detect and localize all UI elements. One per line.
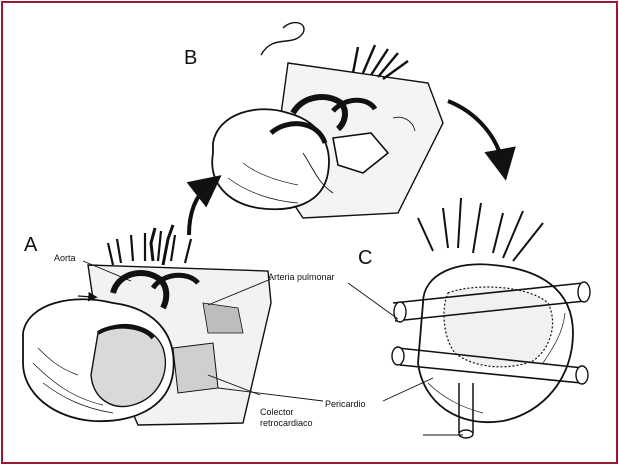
panel-c-heart-drawing: [392, 198, 590, 438]
label-arteria-pulmonar: Arteria pulmonar: [268, 272, 335, 283]
panel-label-a: A: [24, 234, 37, 257]
panel-b-heart-drawing: [212, 23, 443, 218]
panel-label-b: B: [184, 47, 197, 70]
label-pericardio: Pericardio: [325, 399, 366, 410]
heart-surgery-illustration: [3, 3, 618, 464]
label-colector-line2: retrocardiaco: [260, 418, 313, 429]
label-colector-line1: Colector: [260, 407, 313, 418]
arrow-a-to-b: [189, 185, 209, 235]
label-colector-retrocardiaco: Colector retrocardiaco: [260, 407, 313, 429]
label-aorta: Aorta: [54, 253, 76, 264]
pericardio-leader-c: [383, 378, 433, 401]
arteria-pulmonar-leader-c: [348, 283, 398, 319]
arrow-b-to-c: [448, 101, 503, 165]
panel-label-c: C: [358, 247, 372, 270]
